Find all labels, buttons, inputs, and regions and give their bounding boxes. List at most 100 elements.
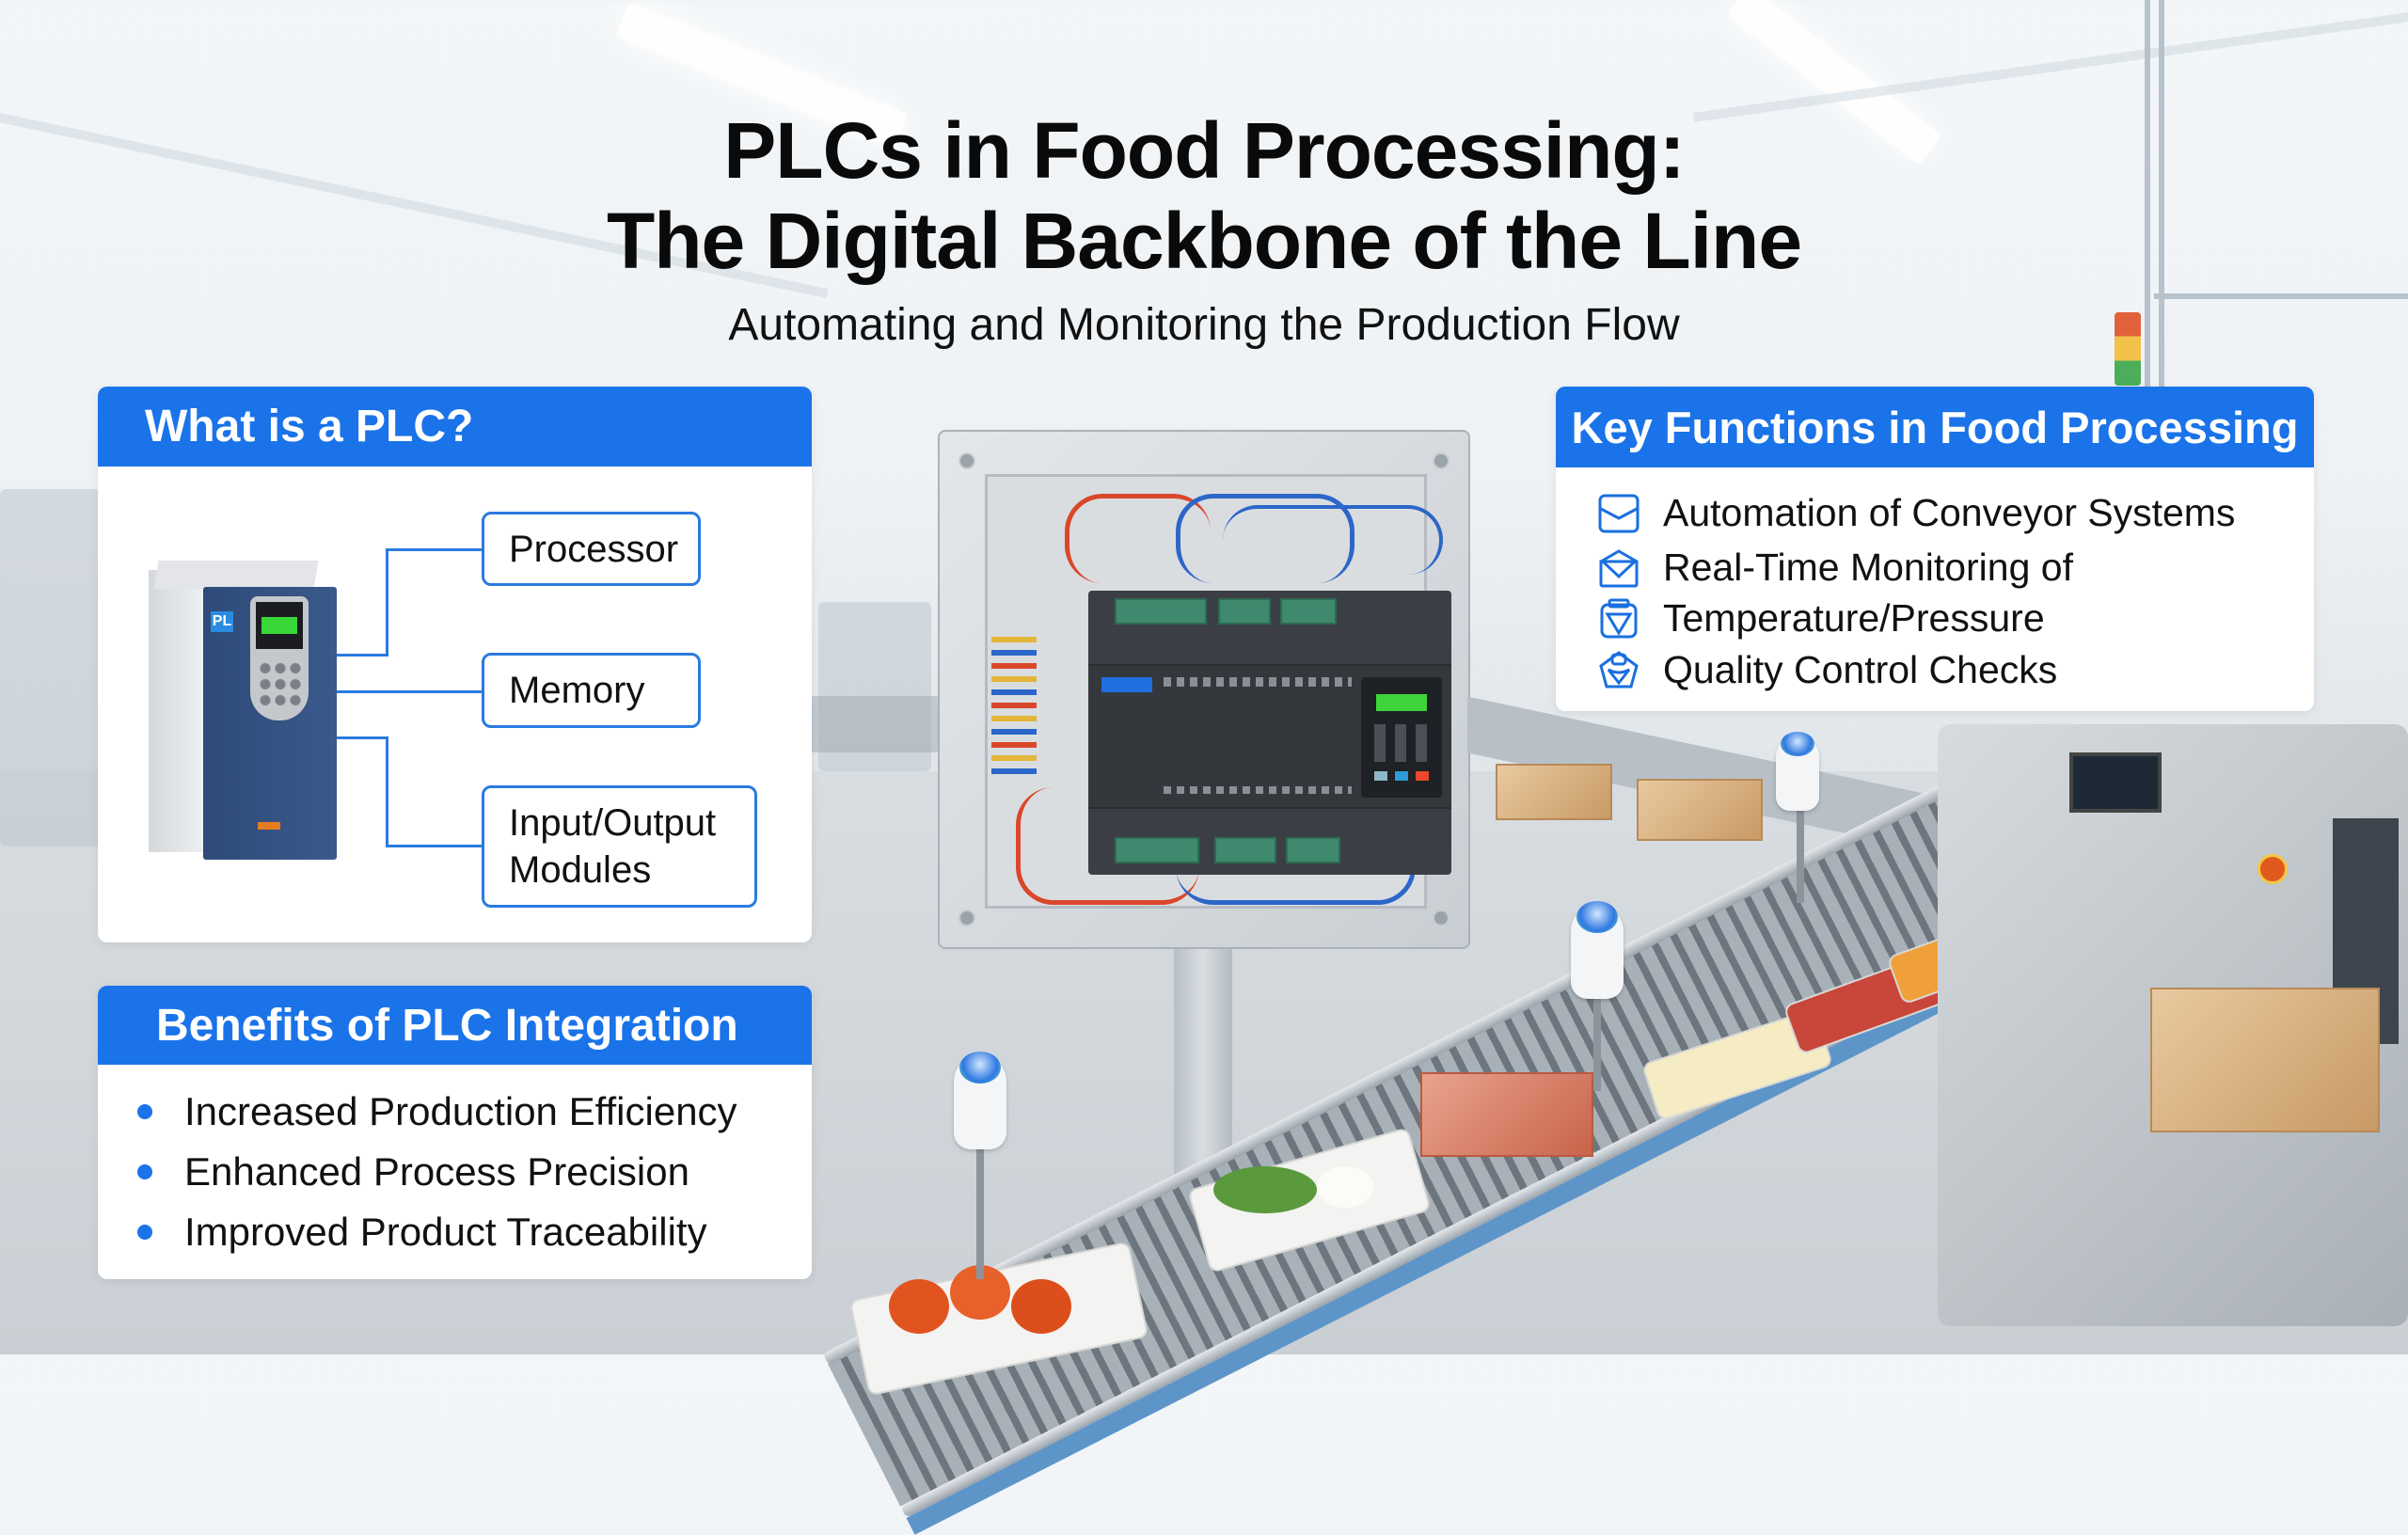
screw <box>958 452 975 469</box>
connector-line <box>337 736 388 739</box>
device-side <box>149 570 205 852</box>
connector-line <box>386 845 483 847</box>
device-keypad <box>250 596 309 720</box>
function-item: Real-Time Monitoring of <box>1597 546 2073 590</box>
device-display <box>256 602 303 649</box>
sensor-light <box>1781 732 1814 756</box>
terminal-block <box>1214 837 1276 863</box>
sensor-pole <box>976 1129 984 1279</box>
terminal-block <box>1218 598 1271 625</box>
wire-red <box>1065 494 1211 583</box>
machine-screen <box>2069 752 2162 813</box>
plc-status-label <box>1101 677 1152 692</box>
background-machine <box>0 489 103 847</box>
terminal-block <box>1115 598 1207 625</box>
plc-device-illustration: PL <box>149 561 337 863</box>
shipping-box <box>2150 988 2380 1132</box>
page-title-line1: PLCs in Food Processing: <box>723 106 1685 195</box>
conveyor-icon <box>1598 494 1640 532</box>
terminal-block <box>1286 837 1340 863</box>
device-front: PL <box>203 587 337 860</box>
cabinet-interior <box>985 474 1451 909</box>
function-text: Quality Control Checks <box>1663 648 2058 691</box>
function-item: Automation of Conveyor Systems <box>1597 491 2235 535</box>
sensor-light <box>1576 901 1618 933</box>
component-label-line2: Modules <box>509 849 652 891</box>
key-red <box>1416 771 1429 781</box>
background-conveyor <box>809 696 941 752</box>
device-lcd <box>261 617 297 634</box>
sensor-beacon <box>1776 732 1819 811</box>
function-text: Temperature/Pressure <box>1663 596 2045 640</box>
component-processor: Processor <box>482 512 701 586</box>
plc-unit <box>1088 591 1451 875</box>
wrapped-meat <box>1420 1072 1593 1157</box>
panel-heading: Benefits of PLC Integration <box>156 1000 738 1051</box>
panel-heading: Key Functions in Food Processing <box>1571 402 2299 452</box>
function-item: Quality Control Checks <box>1597 648 2057 692</box>
key-grey <box>1374 771 1387 781</box>
wire-red <box>1016 787 1199 905</box>
plc-cpu-module <box>1088 664 1451 809</box>
connector-line <box>386 548 388 657</box>
plc-io-leds <box>1164 677 1352 687</box>
benefits-panel: Benefits of PLC Integration <box>98 986 812 1279</box>
sensor-beacon <box>954 1052 1006 1149</box>
function-item: Temperature/Pressure <box>1597 596 2045 641</box>
pipe <box>2159 0 2164 395</box>
benefit-text: Improved Product Traceability <box>184 1210 707 1254</box>
benefit-item: Increased Production Efficiency <box>137 1089 737 1134</box>
device-buttons <box>258 660 303 709</box>
panel-heading: What is a PLC? <box>145 402 474 451</box>
plc-keys <box>1374 724 1429 762</box>
key-blue <box>1395 771 1408 781</box>
packaged-box <box>1496 764 1612 820</box>
plc-lcd-display <box>1376 694 1427 711</box>
tomato <box>889 1279 949 1334</box>
component-memory: Memory <box>482 653 701 728</box>
plc-io-leds <box>1164 786 1352 794</box>
device-label <box>258 822 280 830</box>
conveyor-line <box>822 696 2408 1535</box>
screw <box>958 910 975 926</box>
key-functions-panel: Key Functions in Food Processing <box>1556 387 2314 711</box>
sensor-pole <box>1593 978 1601 1091</box>
panel-header: Key Functions in Food Processing <box>1556 387 2314 467</box>
gauge-icon <box>1600 598 1638 638</box>
screw <box>1433 452 1450 469</box>
packaged-box <box>1637 779 1763 841</box>
wire-blue <box>1176 494 1354 583</box>
connector-line <box>337 654 388 657</box>
pipe <box>2154 293 2408 299</box>
pipe <box>2145 0 2150 395</box>
benefit-item: Enhanced Process Precision <box>137 1149 689 1195</box>
benefit-text: Increased Production Efficiency <box>184 1089 737 1133</box>
lettuce <box>1213 1166 1317 1213</box>
component-label-line1: Input/Output <box>509 802 717 844</box>
terminal-block <box>1115 837 1199 863</box>
panel-header: Benefits of PLC Integration <box>98 986 812 1065</box>
wire-blue <box>1223 505 1443 575</box>
signal-tower <box>2115 312 2141 386</box>
mozzarella <box>1317 1166 1373 1208</box>
plc-control-cabinet <box>938 430 1470 949</box>
panel-header: What is a PLC? <box>98 387 812 467</box>
bullet-icon <box>137 1225 152 1240</box>
sensor-beacon <box>1571 901 1624 999</box>
tomato <box>1011 1279 1071 1334</box>
plc-keypad <box>1361 677 1442 798</box>
quality-icon <box>1599 650 1639 688</box>
screw <box>1433 910 1450 926</box>
component-io-modules: Input/Output Modules <box>482 785 757 908</box>
function-text: Automation of Conveyor Systems <box>1663 491 2236 534</box>
monitor-icon <box>1599 548 1639 587</box>
sensor-light <box>959 1052 1001 1084</box>
connector-line <box>337 690 483 693</box>
wire-bundle-left <box>991 637 1037 778</box>
page-title-line2: The Digital Backbone of the Line <box>606 197 1802 285</box>
function-text: Real-Time Monitoring of <box>1663 546 2073 589</box>
sensor-pole <box>1797 790 1804 903</box>
component-label: Memory <box>509 670 645 711</box>
benefit-item: Improved Product Traceability <box>137 1210 707 1255</box>
connector-line <box>386 736 388 847</box>
